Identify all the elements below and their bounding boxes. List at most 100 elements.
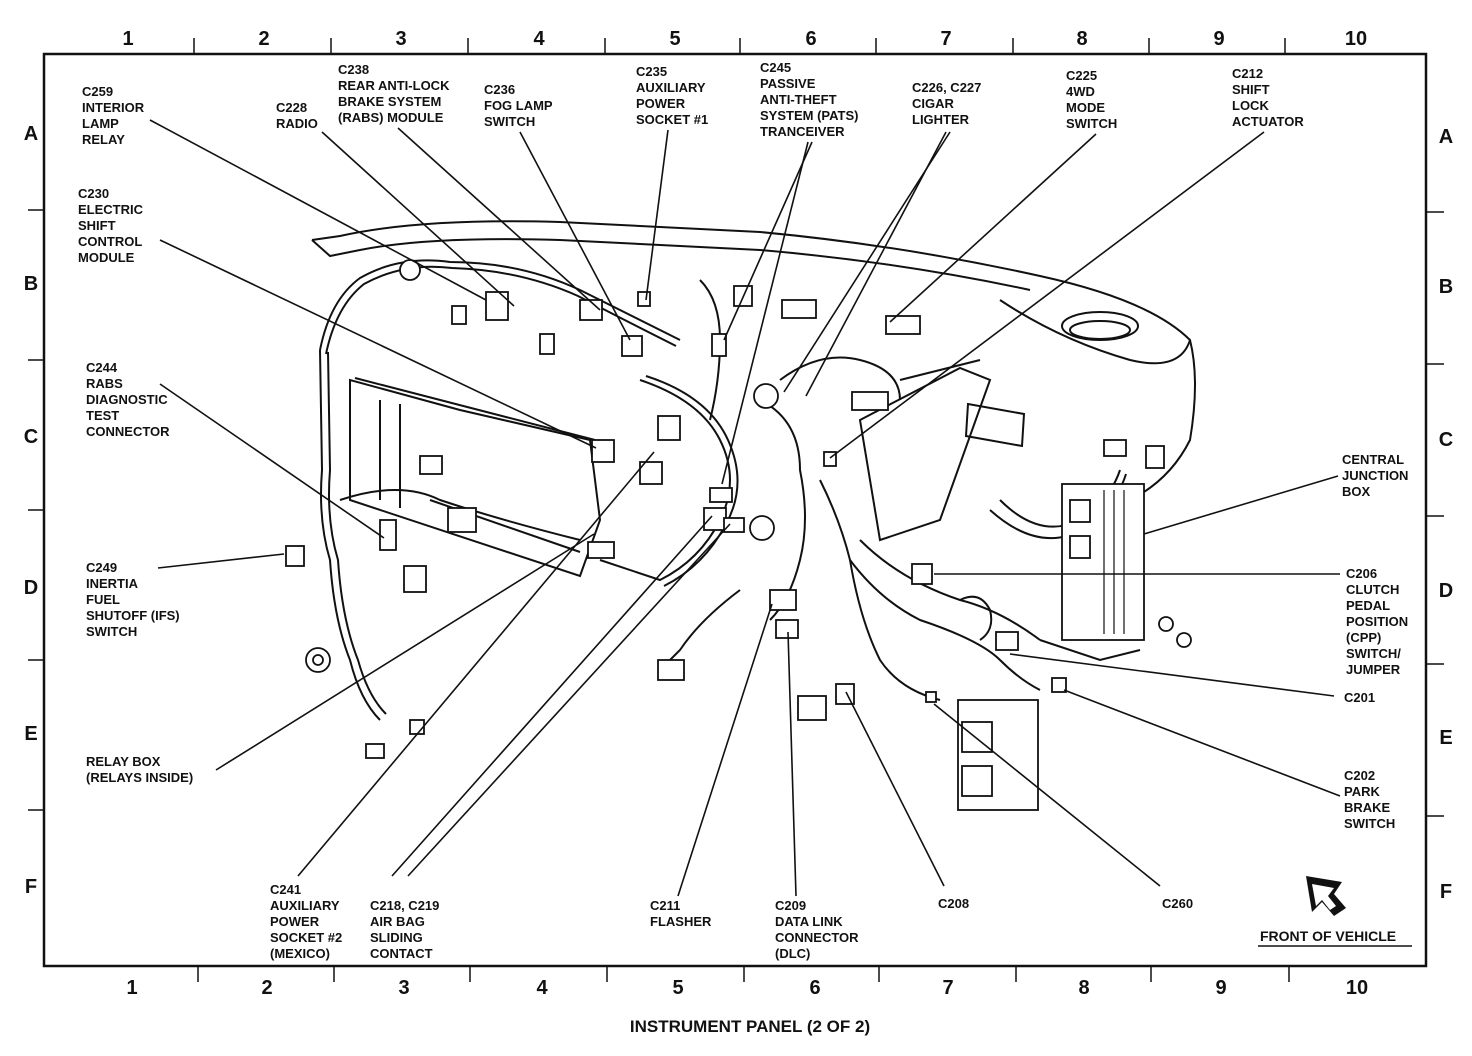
callout-c260: C260	[1162, 896, 1193, 911]
connector-block	[579, 299, 603, 321]
callout-line: C218, C219	[370, 898, 439, 913]
grid-col-label: 9	[1215, 977, 1226, 999]
right-grid-ticks	[1426, 211, 1444, 817]
callout-c209: C209 DATA LINK CONNECTOR (DLC)	[775, 898, 859, 961]
ground-eyelet	[1176, 632, 1192, 648]
grid-col-label: 7	[942, 977, 953, 999]
callout-line: ACTUATOR	[1232, 114, 1304, 129]
callout-c238: C238 REAR ANTI-LOCK BRAKE SYSTEM (RABS) …	[338, 62, 450, 125]
grid-col-label: 6	[809, 977, 820, 999]
grid-col-label: 7	[940, 28, 951, 50]
callout-line: INERTIA	[86, 576, 139, 591]
callout-line: SHUTOFF (IFS)	[86, 608, 180, 623]
callout-c226-c227: C226, C227 CIGAR LIGHTER	[912, 80, 981, 127]
grid-col-label: 3	[395, 28, 406, 50]
connector-block	[447, 507, 477, 533]
connector-block	[703, 507, 727, 531]
callout-line: RADIO	[276, 116, 318, 131]
grid-row-label: C	[1439, 429, 1453, 451]
connector-block	[637, 291, 651, 307]
callout-line: (MEXICO)	[270, 946, 330, 961]
callout-c228: C228 RADIO	[276, 100, 318, 131]
grid-col-label: 1	[122, 28, 133, 50]
callout-line: TRANCEIVER	[760, 124, 845, 139]
connector-block	[711, 333, 727, 357]
callout-line: FUEL	[86, 592, 120, 607]
grid-col-label: 5	[672, 977, 683, 999]
callout-c236: C236 FOG LAMP SWITCH	[484, 82, 553, 129]
callout-c244: C244 RABS DIAGNOSTIC TEST CONNECTOR	[86, 360, 170, 439]
callout-line: (DLC)	[775, 946, 810, 961]
grid-col-label: 3	[398, 977, 409, 999]
callout-line: MODE	[1066, 100, 1105, 115]
grid-row-label: F	[25, 876, 37, 898]
connector-block	[485, 291, 509, 321]
callout-line: C225	[1066, 68, 1097, 83]
connector-block	[885, 315, 921, 335]
bottom-grid-ticks	[197, 966, 1290, 982]
callout-line: C226, C227	[912, 80, 981, 95]
callout-c202: C202 PARK BRAKE SWITCH	[1344, 768, 1395, 831]
callout-line: SWITCH	[86, 624, 137, 639]
grid-row-label: A	[24, 123, 38, 145]
callout-line: SHIFT	[78, 218, 116, 233]
callout-line: POWER	[270, 914, 320, 929]
connector-block	[365, 743, 385, 759]
callout-line: SYSTEM (PATS)	[760, 108, 858, 123]
grid-row-label: E	[1439, 727, 1452, 749]
grid-col-label: 10	[1345, 28, 1367, 50]
connector-block	[409, 719, 425, 735]
grid-row-label: D	[24, 577, 38, 599]
callout-line: AUXILIARY	[270, 898, 340, 913]
grid-col-label: 8	[1076, 28, 1087, 50]
callout-line: SWITCH	[484, 114, 535, 129]
grid-row-label: C	[24, 426, 38, 448]
connector-block	[1051, 677, 1067, 693]
callout-line: SOCKET #1	[636, 112, 708, 127]
grid-col-label: 2	[261, 977, 272, 999]
callout-line: JUNCTION	[1342, 468, 1408, 483]
connector-block	[1103, 439, 1127, 457]
connector-block	[591, 439, 615, 463]
callout-line: (RELAYS INSIDE)	[86, 770, 193, 785]
callout-line: CONTACT	[370, 946, 433, 961]
callout-line: (RABS) MODULE	[338, 110, 444, 125]
connector-block	[1145, 445, 1165, 469]
callout-line: CONTROL	[78, 234, 142, 249]
connector-block	[911, 563, 933, 585]
callout-line: RABS	[86, 376, 123, 391]
grid-col-label: 2	[258, 28, 269, 50]
grid-col-label: 9	[1213, 28, 1224, 50]
callout-c245: C245 PASSIVE ANTI-THEFT SYSTEM (PATS) TR…	[760, 60, 858, 139]
callout-line: C244	[86, 360, 118, 375]
left-grid-ticks	[28, 209, 44, 811]
connector-block	[769, 589, 797, 611]
callout-line: PASSIVE	[760, 76, 816, 91]
callout-line: MODULE	[78, 250, 135, 265]
callout-line: TEST	[86, 408, 119, 423]
diagram-frame	[42, 52, 1428, 968]
grid-row-label: B	[24, 273, 38, 295]
callout-c241: C241 AUXILIARY POWER SOCKET #2 (MEXICO)	[270, 882, 342, 961]
callout-line: SOCKET #2	[270, 930, 342, 945]
connector-block	[775, 619, 799, 639]
callout-line: ELECTRIC	[78, 202, 144, 217]
callout-line: C230	[78, 186, 109, 201]
callout-line: LOCK	[1232, 98, 1269, 113]
callout-line: PARK	[1344, 784, 1380, 799]
callout-line: PEDAL	[1346, 598, 1390, 613]
callout-line: POWER	[636, 96, 686, 111]
callout-line: FLASHER	[650, 914, 712, 929]
callout-line: ANTI-THEFT	[760, 92, 837, 107]
callout-line: CLUTCH	[1346, 582, 1399, 597]
connector-block	[709, 487, 733, 503]
grid-rows-right: A B C D E F	[1439, 126, 1453, 903]
callout-line: SWITCH	[1344, 816, 1395, 831]
callout-line: SLIDING	[370, 930, 423, 945]
connector-block	[657, 415, 681, 441]
grid-col-label: 4	[533, 28, 545, 50]
callout-line: BRAKE	[1344, 800, 1391, 815]
grid-col-label: 4	[536, 977, 548, 999]
callout-line: JUMPER	[1346, 662, 1401, 677]
connector-block	[451, 305, 467, 325]
